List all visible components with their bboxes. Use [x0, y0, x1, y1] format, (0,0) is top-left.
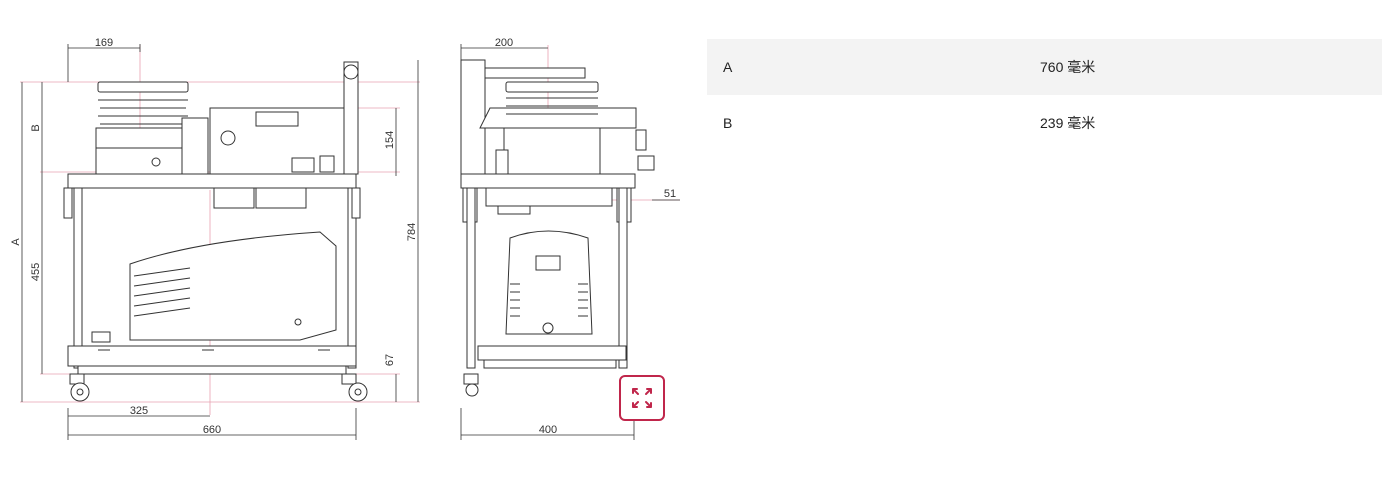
spec-value: 760 毫米	[1040, 59, 1096, 75]
dim-154: 154	[384, 131, 396, 149]
spec-label: B	[723, 115, 733, 131]
dimension-spec-table: A 760 毫米 B 239 毫米	[707, 39, 1382, 151]
dim-660: 660	[203, 424, 221, 436]
dim-169: 169	[95, 37, 113, 49]
dim-51: 51	[664, 188, 676, 200]
dim-200: 200	[495, 37, 513, 49]
dim-B: B	[30, 124, 42, 131]
side-view-machine	[460, 59, 655, 397]
spec-row-b: B 239 毫米	[707, 95, 1382, 151]
spec-value: 239 毫米	[1040, 115, 1096, 131]
dim-A: A	[10, 238, 22, 246]
spec-label: A	[723, 59, 733, 75]
expand-arrows-icon	[632, 388, 652, 408]
dim-67: 67	[384, 354, 396, 366]
dim-455: 455	[30, 263, 42, 281]
expand-button[interactable]	[619, 375, 665, 421]
spec-row-a: A 760 毫米	[707, 39, 1382, 95]
dimension-lines	[21, 44, 680, 440]
dim-325: 325	[130, 405, 148, 417]
dim-784: 784	[406, 223, 418, 241]
dim-400: 400	[539, 424, 557, 436]
technical-drawing: 169 200 325 660 400 51 A B 455 154 784 6…	[10, 37, 680, 440]
front-view-machine	[63, 61, 368, 402]
